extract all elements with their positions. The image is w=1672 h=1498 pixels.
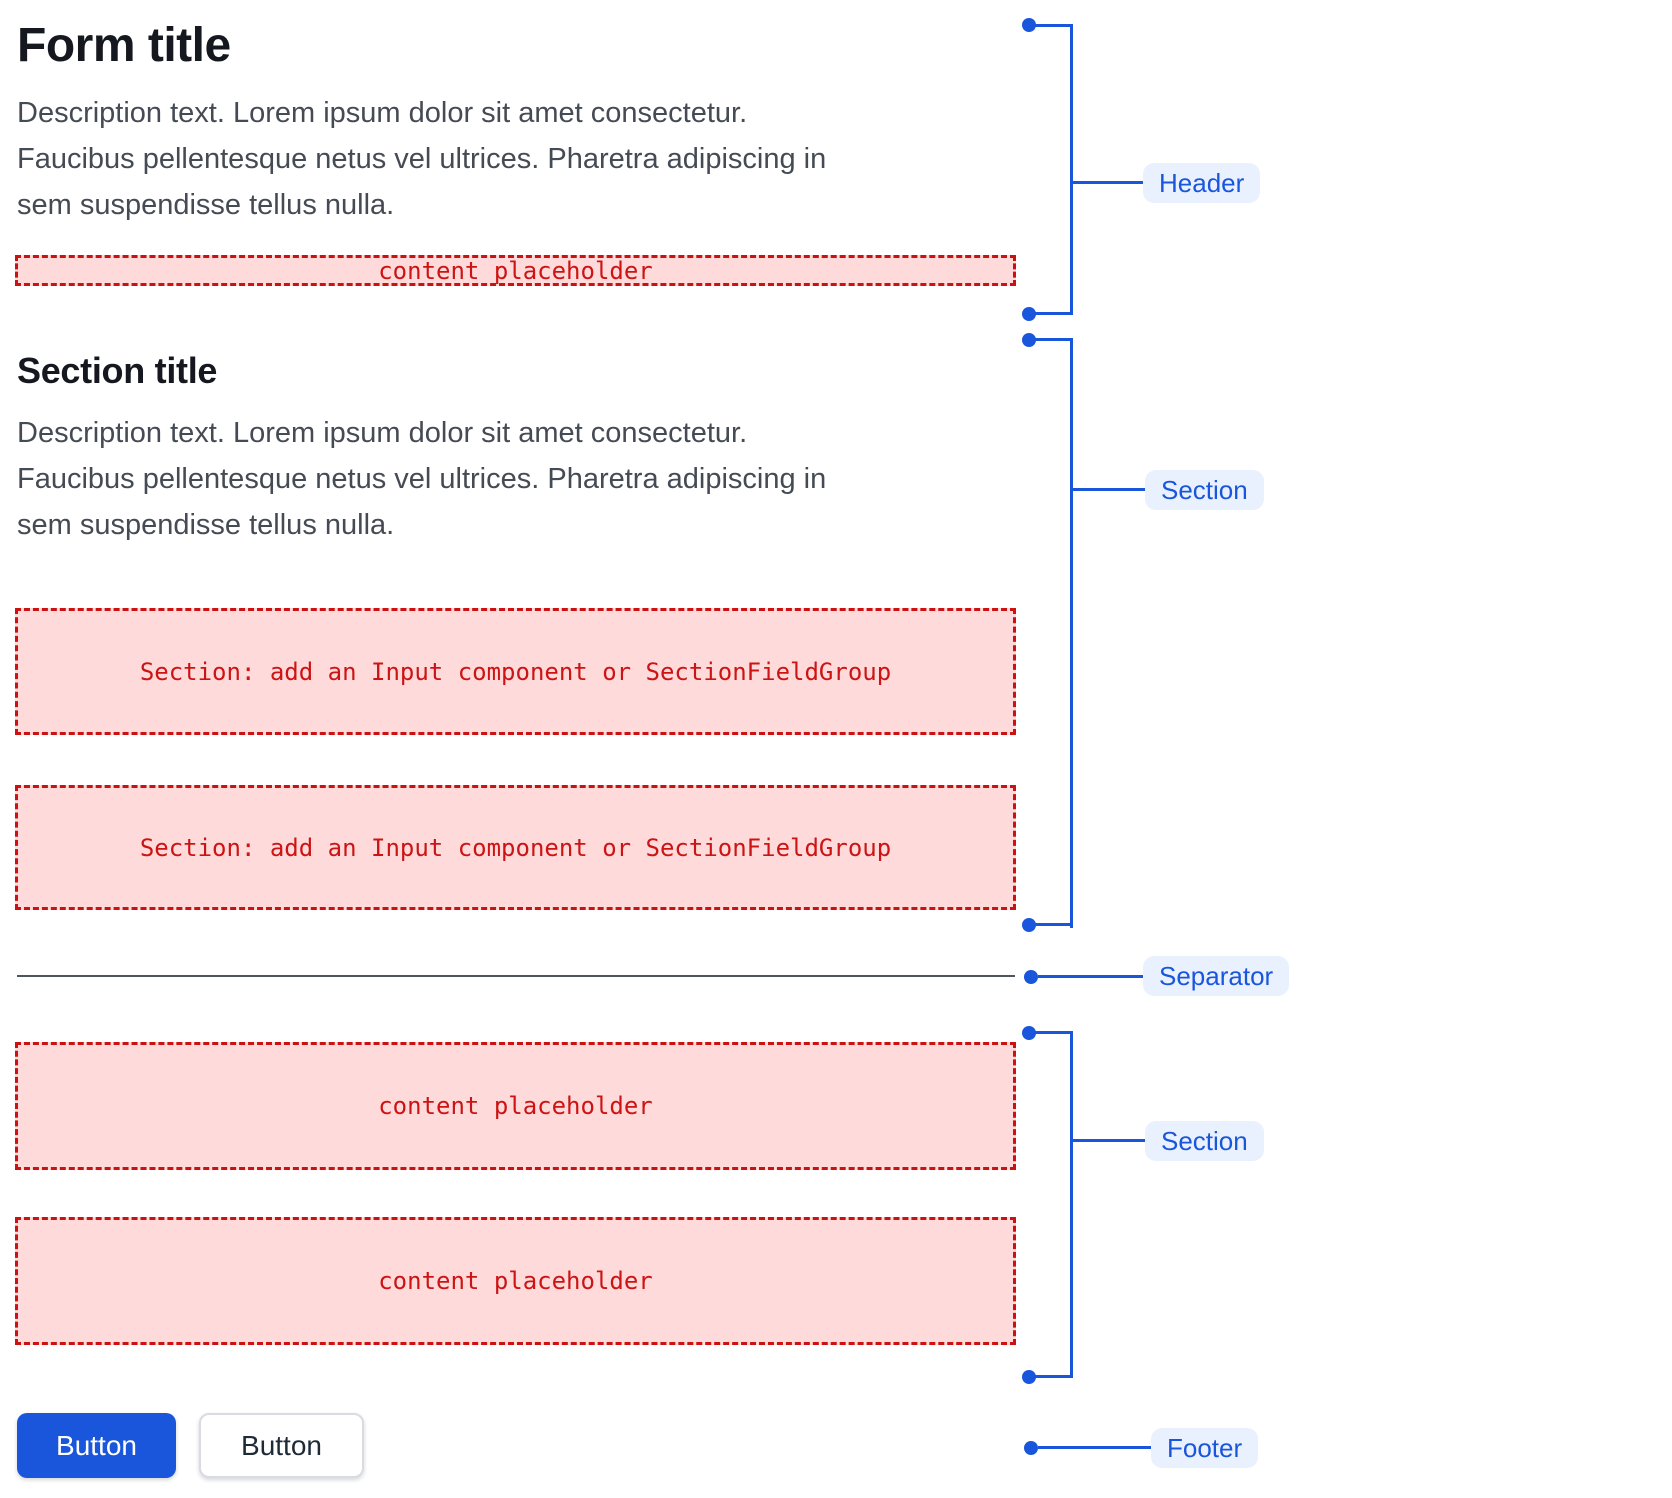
- content-placeholder: content placeholder: [15, 1217, 1016, 1345]
- section-annotation-label: Section: [1145, 1121, 1264, 1161]
- form-description: Description text. Lorem ipsum dolor sit …: [17, 97, 827, 221]
- annotation-line: [1029, 1375, 1073, 1378]
- annotation-line: [1029, 338, 1073, 341]
- annotation-line: [1038, 1446, 1151, 1449]
- annotation-line: [1070, 338, 1073, 928]
- header-content-placeholder: content placeholder: [15, 255, 1016, 286]
- section-description: Description text. Lorem ipsum dolor sit …: [17, 417, 827, 541]
- annotation-line: [1029, 923, 1073, 926]
- annotation-line: [1038, 975, 1143, 978]
- annotation-dot: [1022, 1370, 1036, 1384]
- form-title: Form title: [17, 19, 231, 72]
- content-placeholder: content placeholder: [15, 1042, 1016, 1170]
- annotation-line: [1070, 24, 1073, 315]
- annotation-dot: [1022, 918, 1036, 932]
- header-annotation-label: Header: [1143, 163, 1261, 203]
- annotation-line: [1029, 24, 1073, 27]
- section-field-placeholder: Section: add an Input component or Secti…: [15, 785, 1016, 910]
- annotation-line: [1029, 1031, 1073, 1034]
- footer-annotation-label: Footer: [1151, 1428, 1259, 1468]
- section-title: Section title: [17, 350, 218, 391]
- annotation-line: [1070, 1031, 1073, 1378]
- annotation-dot: [1024, 970, 1038, 984]
- annotation-line: [1072, 488, 1145, 491]
- annotation-dot: [1024, 1441, 1038, 1455]
- annotation-line: [1072, 181, 1143, 184]
- annotation-line: [1072, 1139, 1145, 1142]
- section-annotation-label: Section: [1145, 470, 1264, 510]
- secondary-button[interactable]: Button: [199, 1413, 364, 1478]
- separator-line: [17, 975, 1015, 977]
- section-field-placeholder: Section: add an Input component or Secti…: [15, 608, 1016, 735]
- annotation-line: [1029, 312, 1073, 315]
- primary-button[interactable]: Button: [17, 1413, 176, 1478]
- separator-annotation-label: Separator: [1143, 956, 1290, 996]
- annotation-dot: [1022, 307, 1036, 321]
